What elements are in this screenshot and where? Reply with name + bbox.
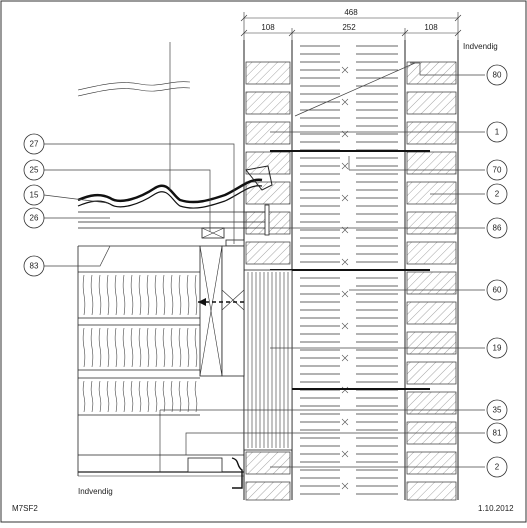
callout-81: 81: [486, 422, 508, 444]
callout-27: 27: [23, 133, 45, 155]
ceiling-insulation: [77, 245, 200, 476]
svg-text:83: 83: [30, 262, 39, 271]
callout-1: 1: [486, 121, 508, 143]
dimension-total: 468: [344, 8, 358, 17]
svg-text:70: 70: [493, 166, 502, 175]
dimension-middle: 252: [342, 23, 356, 32]
svg-text:81: 81: [493, 429, 502, 438]
callout-19: 19: [486, 337, 508, 359]
callout-25: 25: [23, 159, 45, 181]
svg-text:2: 2: [495, 190, 500, 199]
timber-post: [199, 245, 245, 377]
dimension-lines: [240, 12, 462, 40]
callout-bubbles: 80 1 70 2 86 60 19 35 81 2 27 25 15 26 8…: [23, 64, 508, 478]
svg-text:25: 25: [30, 166, 39, 175]
vapour-barrier-arrow: [198, 298, 244, 306]
svg-text:80: 80: [493, 71, 502, 80]
callout-2-lower: 2: [486, 456, 508, 478]
callout-86: 86: [486, 217, 508, 239]
roof-battens: [78, 204, 270, 247]
ceiling-bottom: [78, 410, 244, 489]
outer-brick-leaf: [245, 61, 291, 501]
label-indvendig-top: Indvendig: [463, 42, 498, 51]
dimension-left: 108: [261, 23, 275, 32]
callout-35: 35: [486, 399, 508, 421]
leader-lines: [43, 42, 485, 468]
drawing-code: M7SF2: [12, 504, 38, 513]
svg-text:15: 15: [30, 191, 39, 200]
svg-text:86: 86: [493, 224, 502, 233]
callout-60: 60: [486, 279, 508, 301]
callout-70: 70: [486, 159, 508, 181]
drawing-date: 1.10.2012: [478, 504, 514, 513]
svg-text:26: 26: [30, 214, 39, 223]
callout-80: 80: [486, 64, 508, 86]
dimension-right: 108: [424, 23, 438, 32]
roof-tiles: [77, 81, 273, 209]
wall-ties: [270, 150, 430, 390]
inner-brick-leaf: [406, 61, 457, 501]
callout-15: 15: [23, 184, 45, 206]
interior-lath-wall: [243, 269, 293, 451]
svg-text:19: 19: [493, 344, 502, 353]
svg-text:60: 60: [493, 286, 502, 295]
label-indvendig-bottom: Indvendig: [78, 487, 113, 496]
callout-83: 83: [23, 255, 45, 277]
svg-text:1: 1: [495, 128, 500, 137]
callout-26: 26: [23, 207, 45, 229]
svg-text:35: 35: [493, 406, 502, 415]
roof-tile-profile: [77, 178, 263, 204]
svg-text:2: 2: [495, 463, 500, 472]
callout-2-upper: 2: [486, 183, 508, 205]
svg-text:27: 27: [30, 140, 39, 149]
